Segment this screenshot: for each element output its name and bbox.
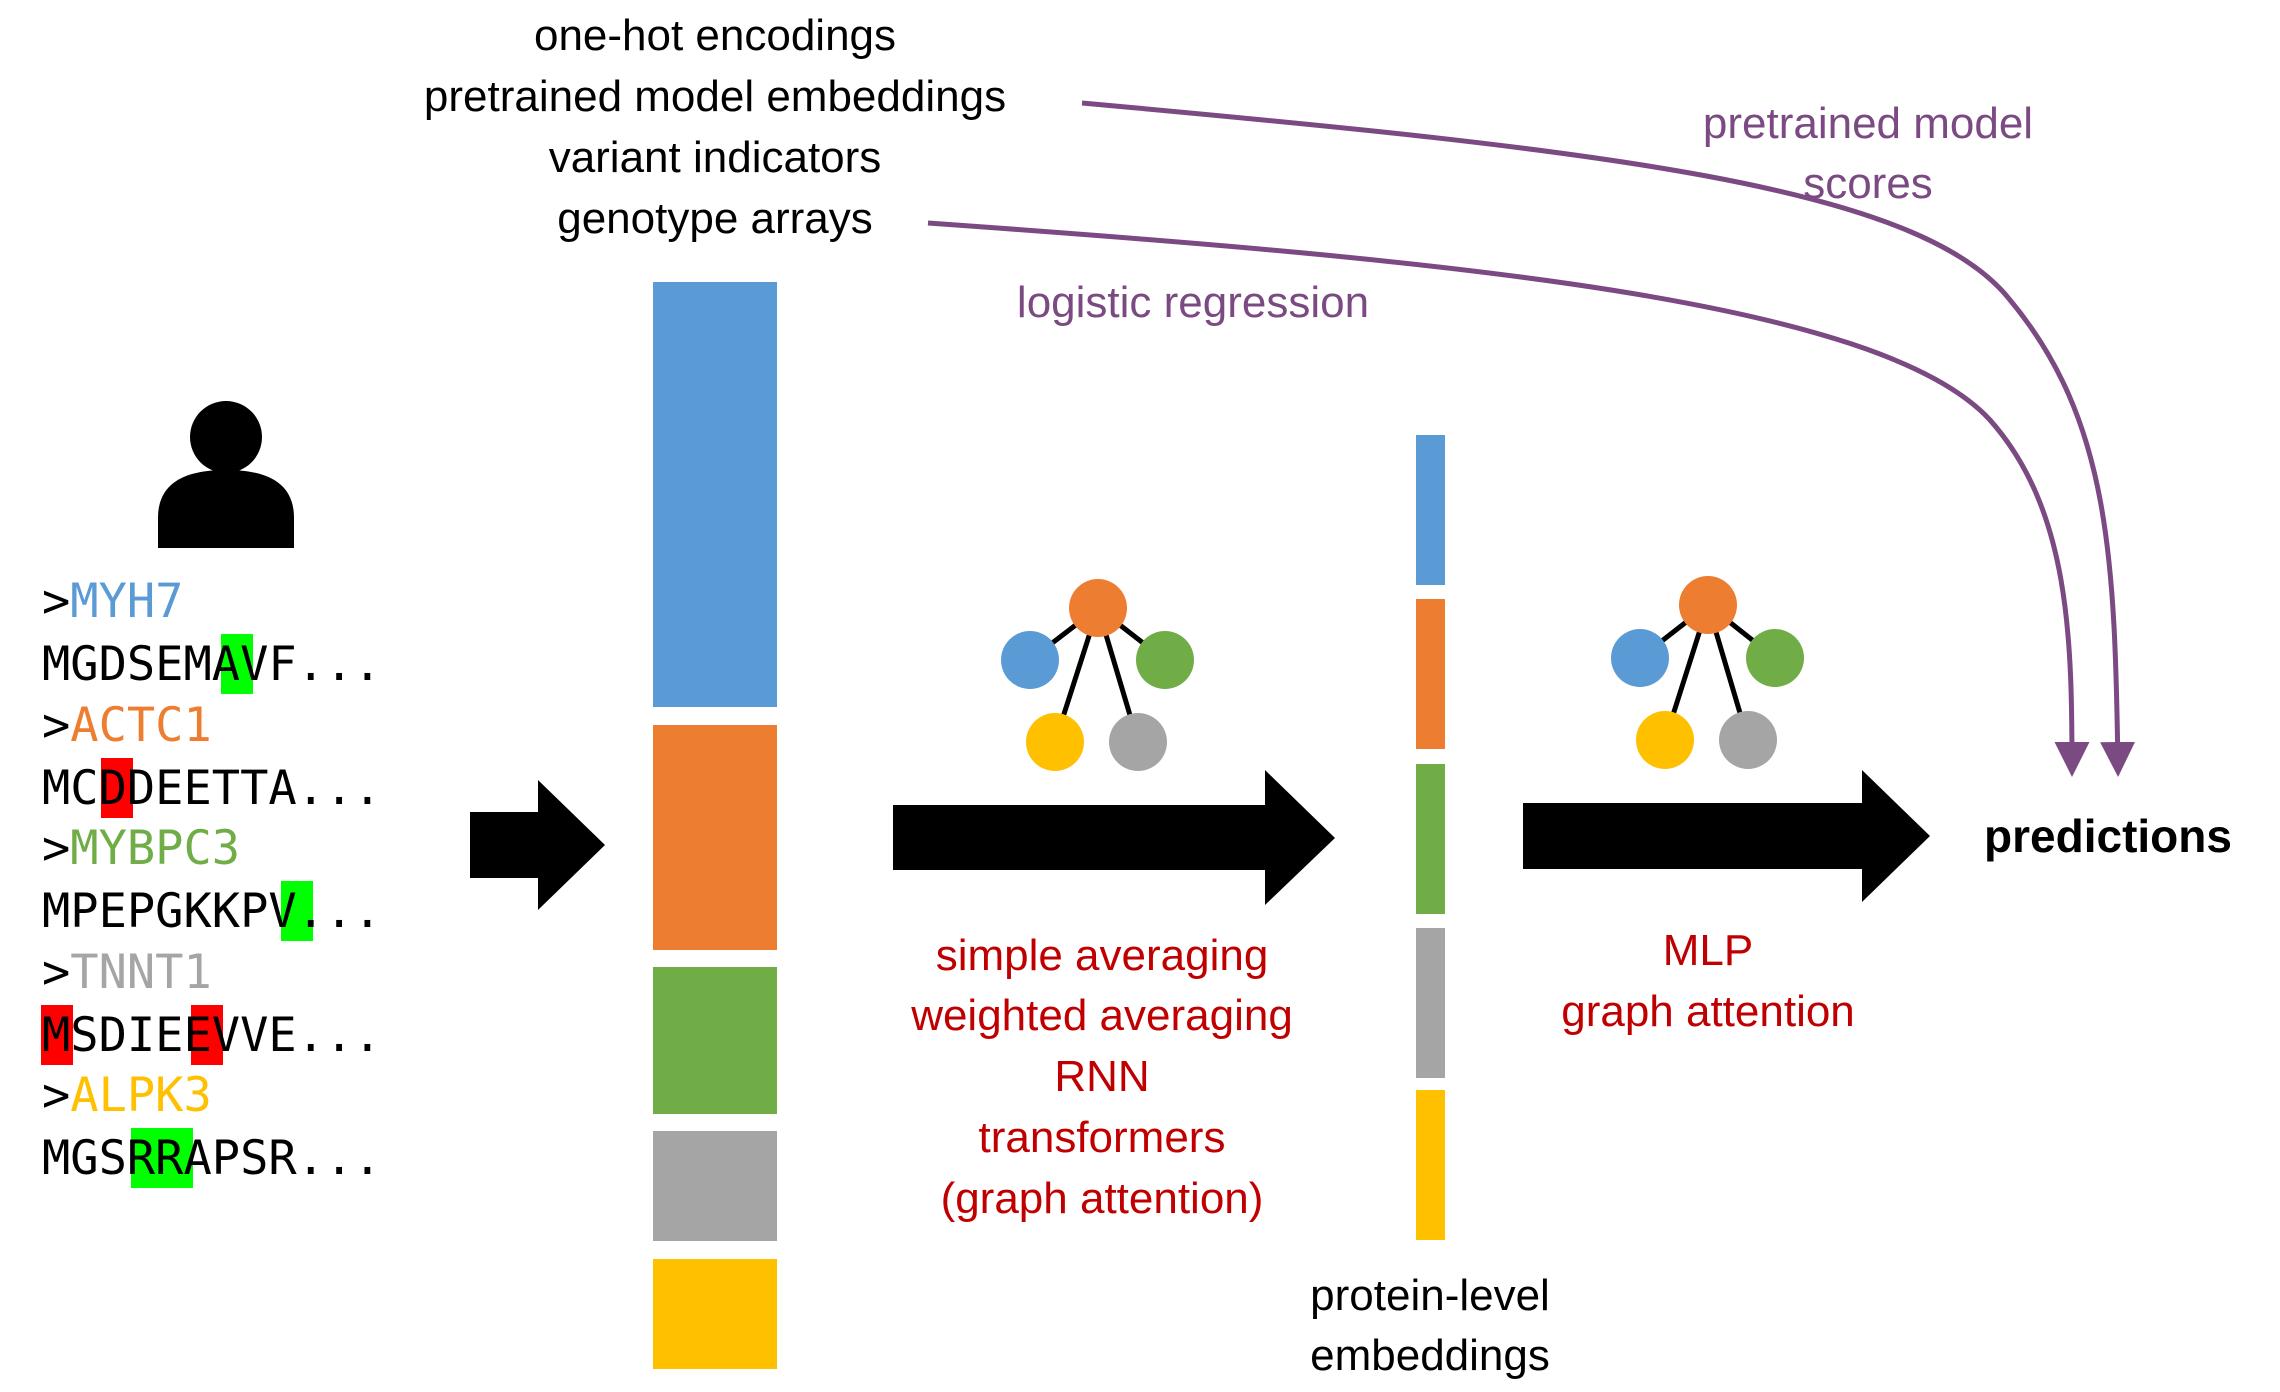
embedding-block-orange <box>653 725 777 950</box>
sequence-header-alpk3: >ALPK3 <box>42 1068 212 1123</box>
variant-highlight <box>161 1128 193 1188</box>
embedding-block-green <box>653 967 777 1114</box>
protein-block-blue <box>1416 435 1445 585</box>
label-logistic-regression: logistic regression <box>1017 278 1369 327</box>
method-transformers: transformers <box>979 1113 1226 1162</box>
arrow-right-icon <box>1523 770 1930 902</box>
protein-embedding-stack <box>1416 435 1445 1240</box>
variant-highlight <box>191 1005 223 1065</box>
embedding-block-yellow <box>653 1259 777 1369</box>
sequence-residues-alpk3: MGSRRAPSR... <box>42 1131 382 1186</box>
sequence-residues-tnnt1: MSDIEEVVE... <box>42 1008 382 1063</box>
label-pretrained-scores-line2: scores <box>1803 159 1933 208</box>
label-pretrained-scores-line1: pretrained model <box>1703 99 2033 148</box>
residue-embedding-stack <box>653 282 777 1369</box>
label-protein-level: protein-level <box>1310 1271 1550 1320</box>
sequence-header-actc1: >ACTC1 <box>42 698 212 753</box>
sequence-header-myh7: >MYH7 <box>42 574 183 629</box>
method-simple-averaging: simple averaging <box>936 931 1269 980</box>
variant-highlight <box>131 1128 163 1188</box>
method-graph-attention-optional: (graph attention) <box>941 1174 1264 1223</box>
protein-block-orange <box>1416 599 1445 749</box>
variant-highlight <box>41 1005 73 1065</box>
arrow-right-icon <box>893 770 1335 905</box>
arrow-right-icon <box>470 780 605 910</box>
method-weighted-averaging: weighted averaging <box>910 991 1293 1040</box>
pretrained-scores-arrow <box>1081 100 2136 777</box>
embedding-block-blue <box>653 282 777 707</box>
sequence-header-mybpc3: >MYBPC3 <box>42 821 240 876</box>
variant-highlight <box>221 634 253 694</box>
aggregation-methods: simple averaging weighted averaging RNN … <box>910 931 1293 1223</box>
sequence-residues-myh7: MGDSEMAVF... <box>42 637 382 692</box>
graph-network-icon <box>1611 576 1804 769</box>
person-icon <box>158 401 294 548</box>
sequence-residues-actc1: MCDDEETTA... <box>42 761 382 816</box>
method-rnn: RNN <box>1054 1052 1149 1101</box>
sequence-header-tnnt1: >TNNT1 <box>42 945 212 1000</box>
feature-variant-indicators: variant indicators <box>549 133 882 182</box>
protein-block-green <box>1416 764 1445 914</box>
label-embeddings: embeddings <box>1310 1331 1550 1380</box>
protein-block-yellow <box>1416 1090 1445 1240</box>
graph-network-icon <box>1001 579 1194 771</box>
logistic-regression-arrow <box>927 220 2090 777</box>
embedding-block-gray <box>653 1131 777 1241</box>
feature-genotype-arrays: genotype arrays <box>557 194 873 243</box>
label-predictions: predictions <box>1984 810 2232 862</box>
protein-block-gray <box>1416 928 1445 1078</box>
method-mlp: MLP <box>1663 926 1753 975</box>
feature-one-hot: one-hot encodings <box>534 11 896 60</box>
feature-pretrained-embeddings: pretrained model embeddings <box>424 72 1006 121</box>
input-features: one-hot encodings pretrained model embed… <box>424 11 1006 243</box>
method-graph-attention: graph attention <box>1561 987 1855 1036</box>
variant-highlight <box>281 881 313 941</box>
sequence-residues-mybpc3: MPEPGKKPV... <box>42 884 382 939</box>
variant-highlight <box>101 758 133 818</box>
